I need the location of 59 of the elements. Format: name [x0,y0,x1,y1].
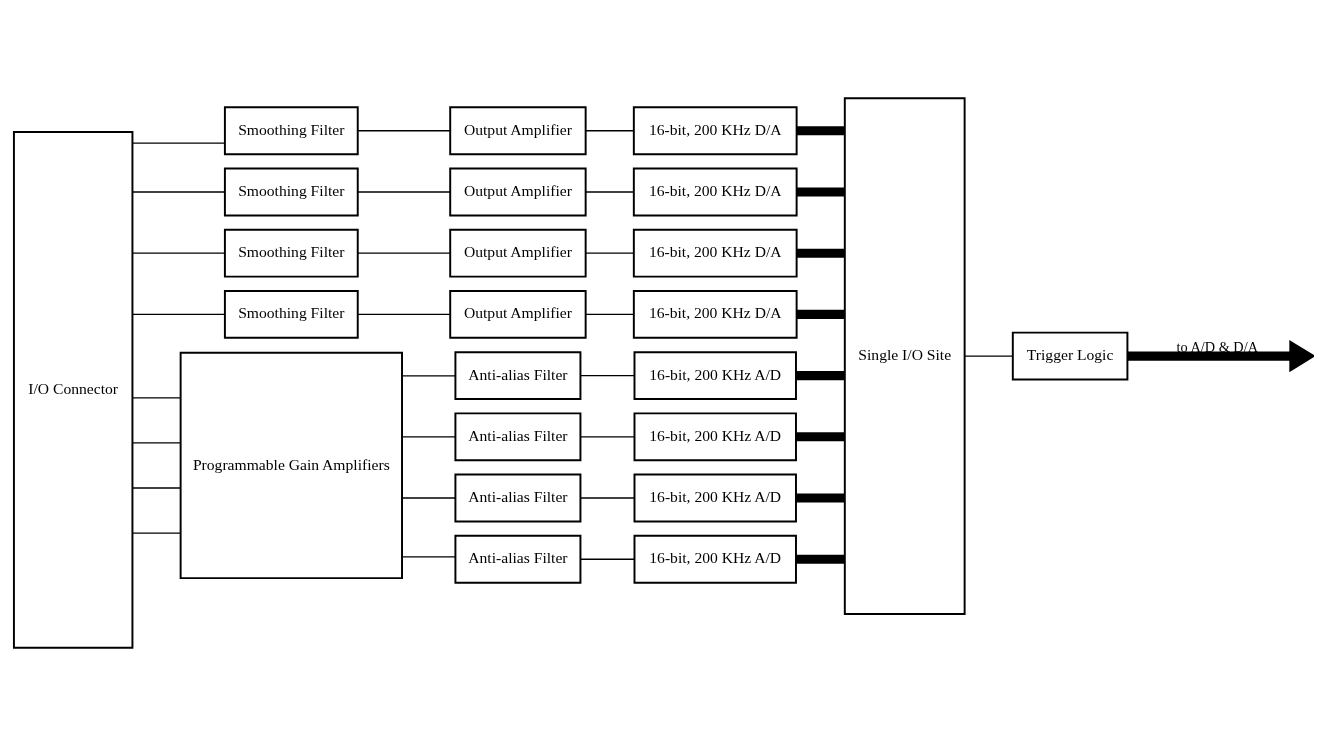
node-box: 16-bit, 200 KHz A/D [633,534,797,584]
connector [401,497,456,499]
node-box: 16-bit, 200 KHz A/D [633,473,797,523]
connector [132,532,182,534]
node-box: Smoothing Filter [223,167,359,217]
connector [796,309,845,319]
connector [796,248,845,258]
connector [796,187,845,197]
connector [132,397,182,399]
connector [401,556,456,558]
node-box: 16-bit, 200 KHz D/A [632,167,798,217]
node-box: Anti-alias Filter [454,473,582,523]
connector [585,191,635,193]
node-box: Output Amplifier [449,106,587,156]
connector [796,432,845,442]
connector [357,313,451,316]
node-box: 16-bit, 200 KHz A/D [633,351,797,401]
connector [796,493,845,503]
connector [132,191,226,193]
node-box: 16-bit, 200 KHz D/A [632,228,798,278]
arrow [1127,339,1314,373]
node-box: Output Amplifier [449,167,587,217]
connector [357,130,451,132]
connector [132,252,226,254]
connector [580,374,636,377]
node-box: Anti-alias Filter [454,534,582,584]
node-box: Smoothing Filter [223,289,359,339]
connector [580,436,636,438]
connector [132,442,182,444]
connector [796,554,845,564]
node-box: Anti-alias Filter [454,351,582,401]
node-box: 16-bit, 200 KHz D/A [632,289,798,339]
node-box: Smoothing Filter [223,106,359,156]
connector [585,252,635,254]
edge-label: to A/D & D/A [1176,338,1259,355]
connector [580,558,636,560]
node-box: 16-bit, 200 KHz A/D [633,412,797,462]
connector [132,313,226,316]
connector [580,497,636,499]
node-box: 16-bit, 200 KHz D/A [632,106,798,156]
connector [357,252,451,254]
node-box: I/O Connector [12,131,134,649]
connector [401,375,456,377]
connector [132,487,182,489]
node-box: Output Amplifier [449,228,587,278]
connector [585,130,635,132]
connector [357,191,451,193]
node-box: Anti-alias Filter [454,412,582,462]
connector [796,371,845,381]
connector [132,142,226,144]
node-box: Trigger Logic [1011,331,1129,381]
connector [585,313,635,316]
node-box: Single I/O Site [843,97,966,615]
node-box: Output Amplifier [449,289,587,339]
node-box: Smoothing Filter [223,228,359,278]
connector [964,355,1014,357]
connector [796,126,845,136]
connector [401,436,456,438]
node-box: Programmable Gain Amplifiers [179,351,403,580]
